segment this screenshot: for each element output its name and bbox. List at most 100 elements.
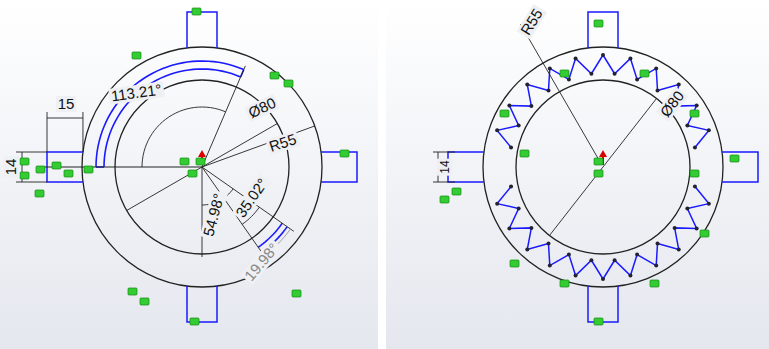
sketch-point [656, 242, 660, 246]
sketch-point [567, 253, 571, 257]
radius-leader [521, 24, 601, 162]
sketch-point [685, 206, 689, 210]
relation-icon [510, 260, 519, 267]
dimension-text: 14 [3, 157, 19, 178]
relation-icon [560, 70, 569, 77]
sketch-point [529, 226, 533, 230]
sketch-point [567, 77, 571, 81]
sketch-point [546, 242, 550, 246]
slot-arc [104, 69, 241, 167]
sketch-point [654, 264, 658, 268]
sketch-point [495, 128, 499, 132]
relation-icon [20, 158, 29, 165]
relation-icon [192, 8, 201, 15]
relation-icon [594, 158, 603, 165]
relation-icon [132, 52, 141, 59]
sketch-point [673, 226, 677, 230]
sketch-point [613, 258, 617, 262]
origin-arrow [198, 150, 206, 157]
relation-icon [128, 288, 137, 295]
sketch-point [517, 206, 521, 210]
sketch-point [574, 56, 578, 60]
relation-icon [140, 298, 149, 305]
dimension-text: 14 [437, 158, 453, 175]
relation-icon [560, 280, 569, 287]
linear-dimension [16, 152, 47, 153]
relation-icon [84, 166, 93, 173]
relation-icon [340, 150, 349, 157]
sketch-point [548, 66, 552, 70]
relation-icon [690, 110, 699, 117]
sketch-point [517, 124, 521, 128]
center-line [40, 167, 202, 168]
sketch-point [635, 77, 639, 81]
linear-dimension [433, 152, 455, 153]
sketch-point [685, 124, 689, 128]
sketch-point [507, 226, 511, 230]
dimension-text: 15 [56, 96, 77, 112]
tab-outline [588, 12, 618, 48]
left-viewport [0, 0, 378, 349]
relation-icon [650, 280, 659, 287]
sketch-point [613, 72, 617, 76]
relation-icon [594, 170, 603, 177]
relation-icon [690, 170, 699, 177]
zigzag-spring [497, 187, 709, 279]
dimension-line [202, 126, 315, 167]
relation-icon [520, 150, 529, 157]
sketch-point [695, 226, 699, 230]
right-viewport [386, 0, 769, 349]
relation-icon [594, 20, 603, 27]
sketch-point [628, 56, 632, 60]
relation-icon [35, 190, 44, 197]
dimension-line [202, 66, 245, 167]
sketch-point [529, 104, 533, 108]
tab-outline [321, 152, 357, 182]
tab-outline [722, 152, 758, 182]
sketch-point [628, 274, 632, 278]
sketch-point [601, 53, 605, 57]
relation-icon [180, 158, 189, 165]
relation-icon [640, 70, 649, 77]
sketch-point [525, 82, 529, 86]
relation-icon [52, 162, 61, 169]
sketch-point [589, 72, 593, 76]
linear-dimension [433, 182, 455, 183]
relation-icon [190, 318, 199, 325]
tab-outline [187, 12, 217, 48]
left-sketch [16, 8, 357, 325]
origin-arrow [599, 150, 607, 157]
sketch-point [509, 185, 513, 189]
sketch-point [525, 248, 529, 252]
sketch-point [677, 248, 681, 252]
sketch-point [707, 128, 711, 132]
diameter-leader [549, 98, 656, 235]
inner-circle [516, 80, 690, 254]
slot-arc [96, 61, 244, 167]
sketch-point [693, 185, 697, 189]
relation-icon [64, 170, 73, 177]
relation-icon [196, 158, 205, 165]
relation-icon [730, 155, 739, 162]
sketch-point [654, 66, 658, 70]
sketch-point [495, 202, 499, 206]
relation-icon [292, 290, 301, 297]
sketch-point [548, 264, 552, 268]
angle-arc [142, 107, 226, 167]
sketch-point [695, 104, 699, 108]
relation-icon [20, 172, 29, 179]
relation-icon [452, 188, 461, 195]
outer-circle [483, 47, 723, 287]
zigzag-spring [497, 55, 709, 147]
linear-dimension [47, 118, 83, 119]
relation-icon [594, 318, 603, 325]
dimension-line [202, 167, 203, 257]
sketch-point [601, 277, 605, 281]
relation-icon [700, 230, 709, 237]
linear-dimension [16, 182, 47, 183]
sketch-point [707, 202, 711, 206]
relation-icon [36, 166, 45, 173]
tab-outline [588, 286, 618, 322]
